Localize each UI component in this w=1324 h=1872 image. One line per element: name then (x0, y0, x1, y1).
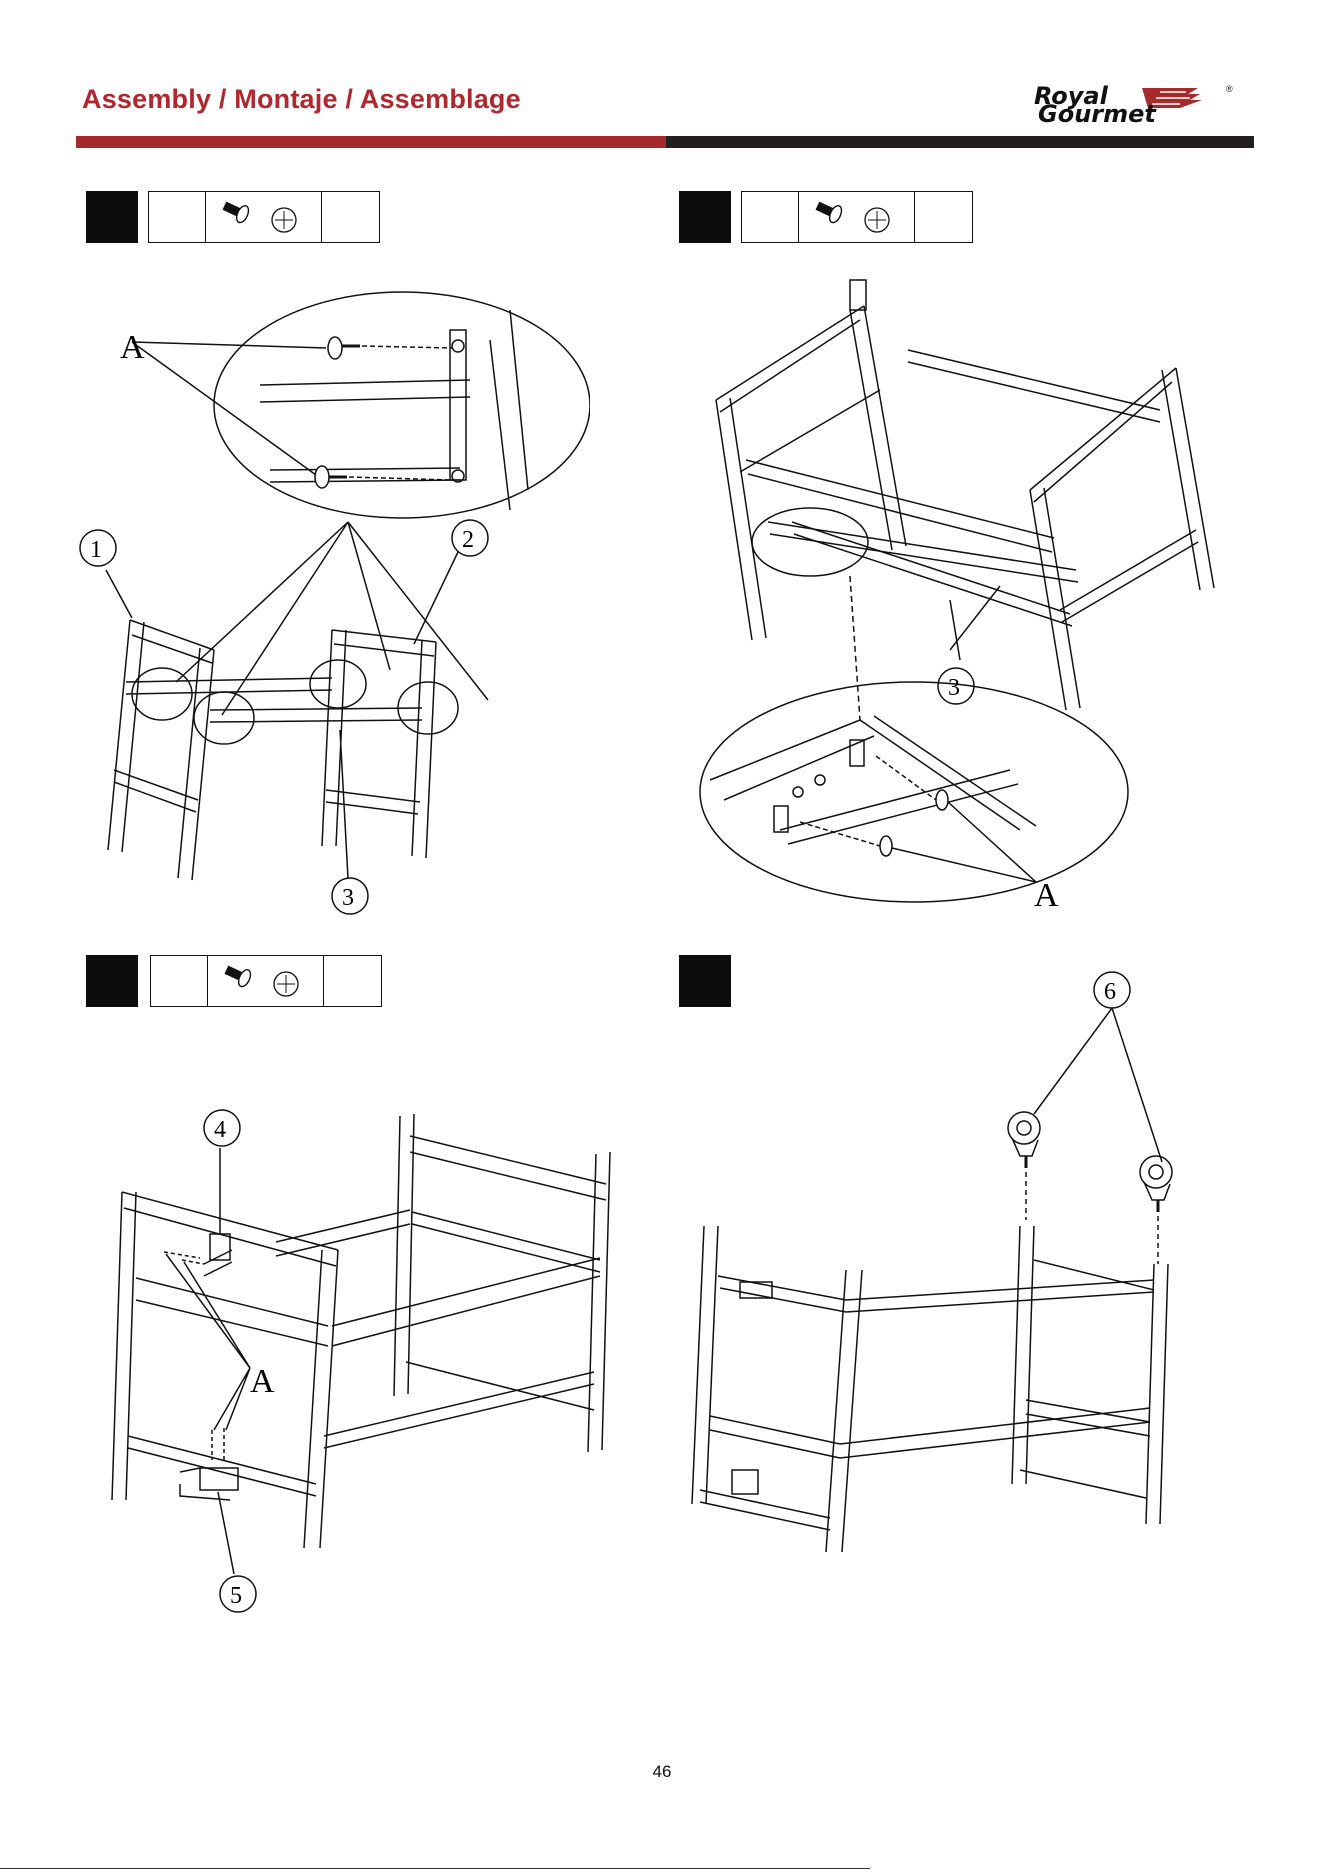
step-3-diagram: 4 A 5 (100, 1100, 640, 1630)
bottom-rule (0, 1868, 870, 1869)
registered-mark: ® (1226, 84, 1233, 94)
step-2-hardware-cell (799, 192, 915, 242)
page-number: 46 (640, 1762, 684, 1782)
step-3-hardware-table (150, 955, 382, 1007)
step-2-callout-a: A (1034, 877, 1059, 914)
step-1-hardware-table (148, 191, 380, 243)
detail-screw-bottom (315, 466, 329, 488)
logo-text-gourmet: Gourmet (1038, 102, 1156, 126)
step-1-callout-a: A (120, 329, 145, 366)
page-title: Assembly / Montaje / Assemblage (82, 84, 521, 115)
step-4-callout-6: 6 (1104, 979, 1116, 1005)
step-1-hardware-cell (206, 192, 322, 242)
header-rule-dark (666, 136, 1254, 148)
step-3-callout-4: 4 (214, 1117, 226, 1143)
step-3-hardware-cell (208, 956, 324, 1006)
step-4-diagram: 6 (680, 970, 1200, 1570)
step-1-diagram: A 1 2 3 (70, 290, 590, 930)
step-1-badge (86, 191, 138, 243)
step-3-callout-a: A (250, 1363, 275, 1400)
step-1-callout-1: 1 (90, 537, 102, 563)
screw-and-washer-icon (206, 192, 322, 244)
step-2-diagram: 3 A (680, 270, 1240, 920)
header-rule-red (76, 136, 666, 148)
screw-and-washer-icon (208, 956, 324, 1008)
caster-left-icon (1008, 1112, 1040, 1168)
step-1-detail-oval (214, 292, 590, 518)
step-2-callout-3: 3 (948, 675, 960, 701)
step-3-callout-5: 5 (230, 1583, 242, 1609)
detail-screw-top (328, 337, 342, 359)
caster-right-icon (1140, 1156, 1172, 1212)
step-2-hardware-table (741, 191, 973, 243)
step-1-callout-2: 2 (462, 527, 474, 553)
screw-and-washer-icon (799, 192, 915, 244)
step-1-callout-3: 3 (342, 885, 354, 911)
step-2-badge (679, 191, 731, 243)
step-3-badge (86, 955, 138, 1007)
step-2-detail-oval (700, 682, 1128, 902)
brand-logo: Royal Gourmet ® (1030, 82, 1230, 128)
